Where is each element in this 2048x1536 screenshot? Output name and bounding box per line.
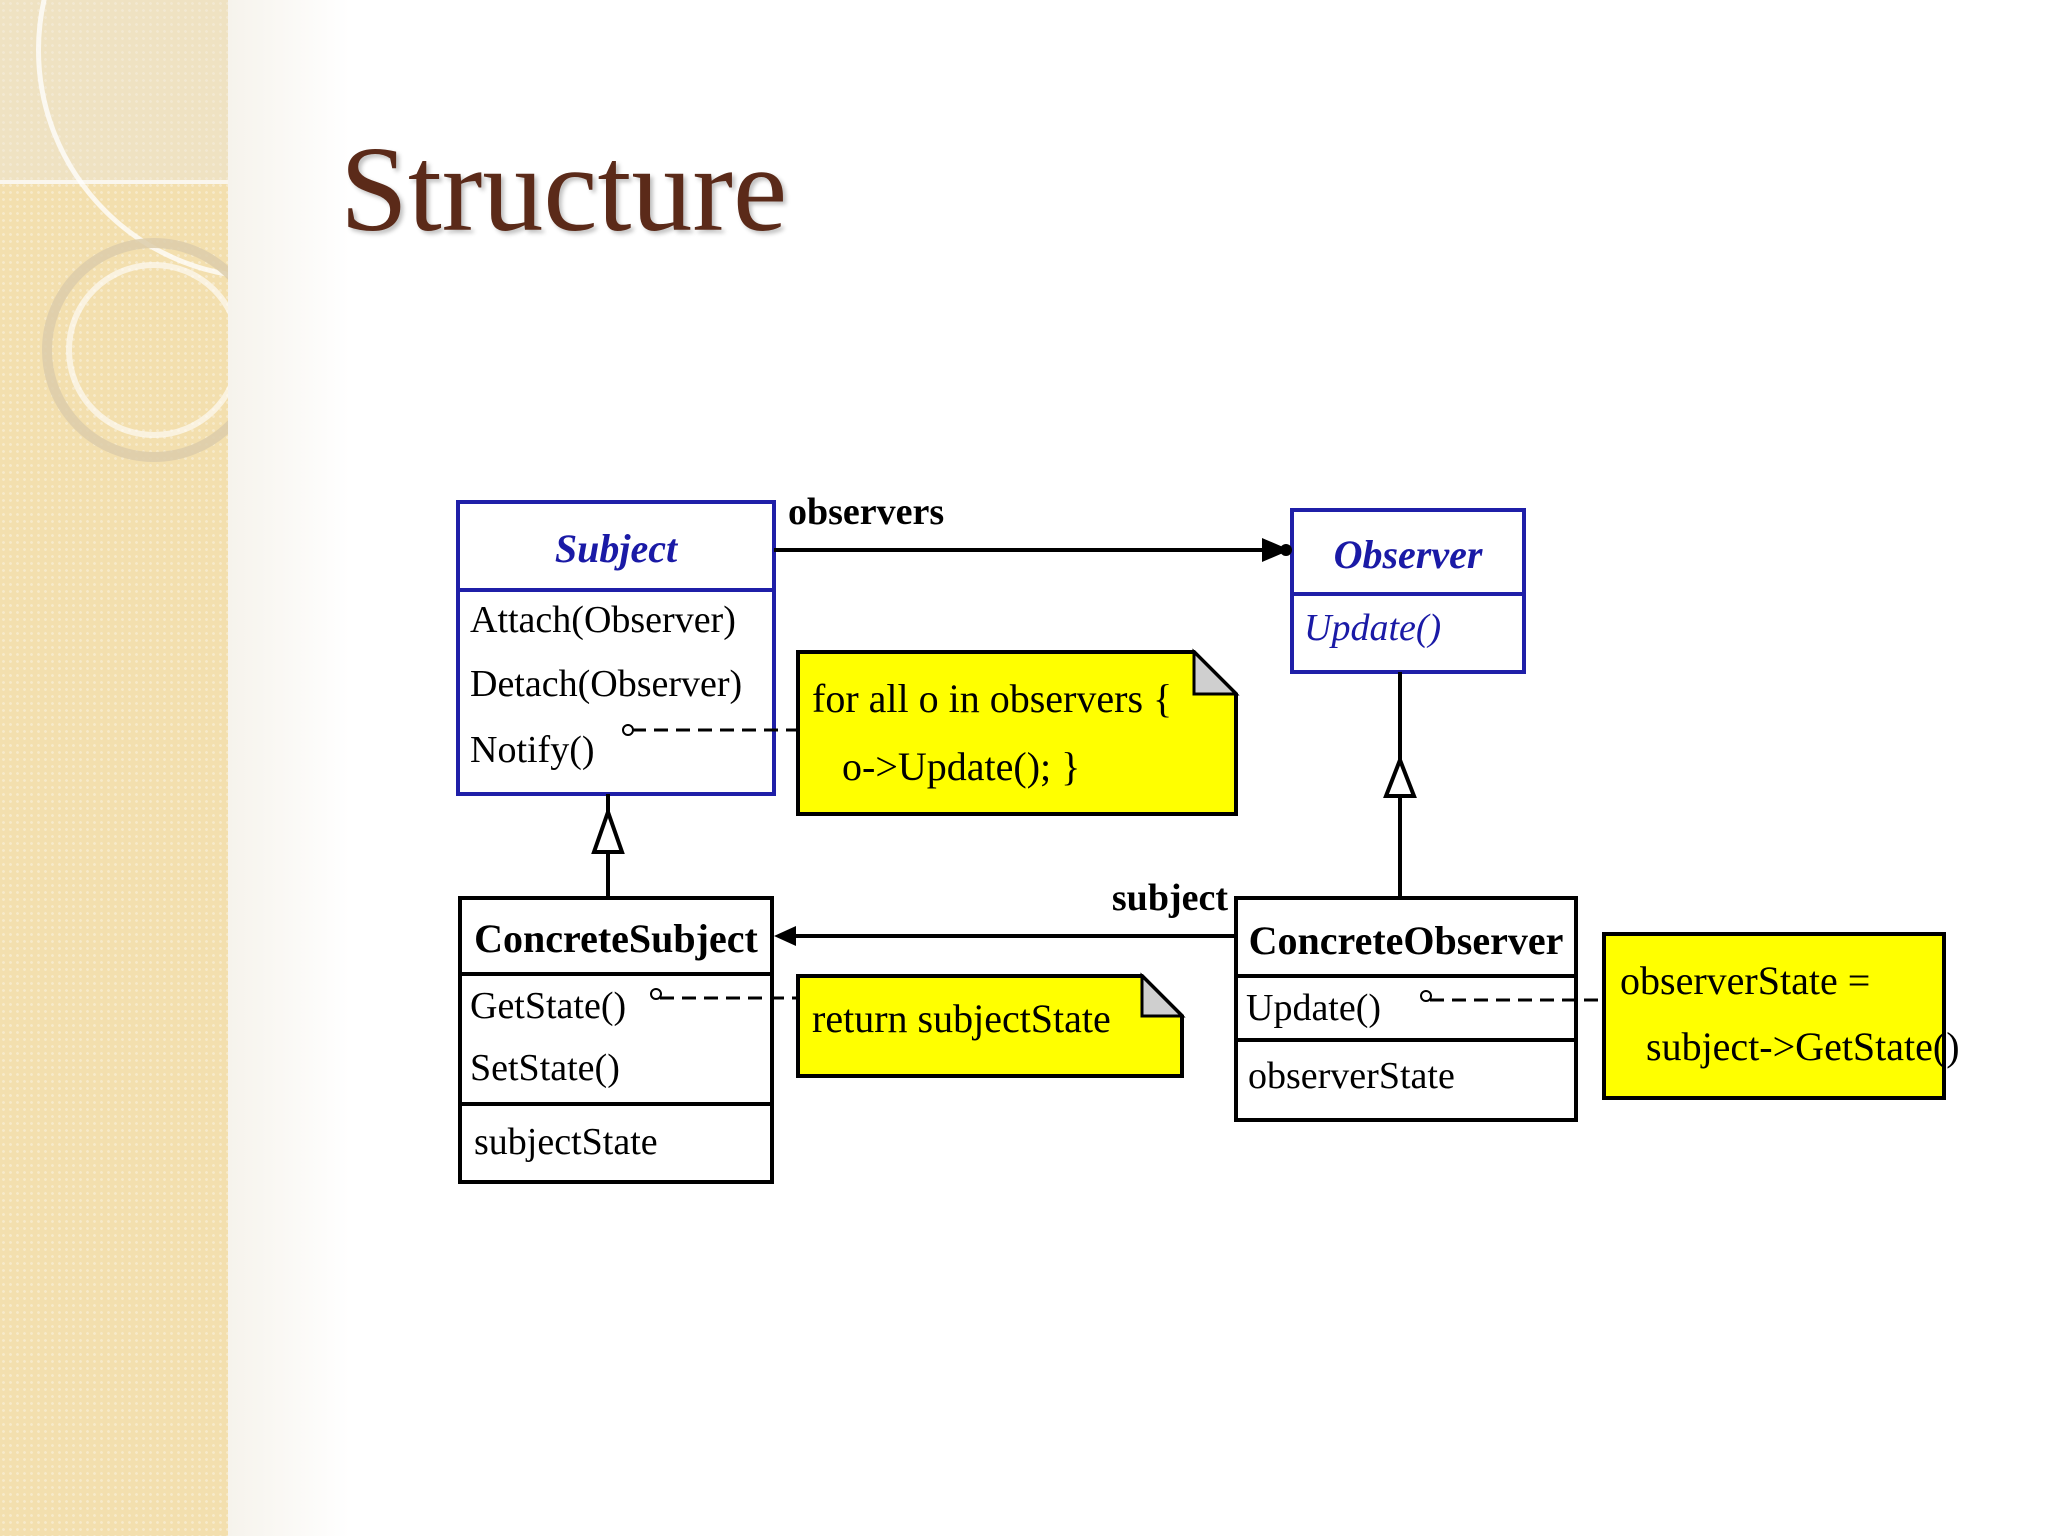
class-subject-operation: Detach(Observer) [470, 663, 742, 705]
class-subject-name: Subject [555, 526, 679, 571]
arrowhead-icon [1262, 538, 1290, 562]
note-notify-line: for all o in observers { [812, 676, 1172, 721]
note-notify-line: o->Update(); } [842, 744, 1080, 789]
inheritance-triangle-icon [1383, 754, 1417, 798]
class-subject-operation: Notify() [470, 729, 595, 771]
decorative-ring [42, 238, 228, 462]
class-observer-name: Observer [1334, 532, 1483, 577]
class-subject: Subject Attach(Observer) Detach(Observer… [456, 500, 776, 796]
note-fold-icon [1192, 648, 1240, 696]
association-subject-label: subject [1112, 877, 1228, 919]
inheritance-triangle-icon [591, 805, 625, 854]
note-fold-icon [1140, 972, 1186, 1018]
decorative-ring [66, 262, 228, 438]
class-subject-operation: Attach(Observer) [470, 599, 736, 641]
class-observer: Observer Update() [1290, 508, 1526, 674]
class-concrete-observer-operation: Update() [1246, 987, 1381, 1029]
association-observers-label: observers [788, 491, 944, 533]
generalization-subject [591, 794, 625, 898]
class-concrete-observer: ConcreteObserver Update() observerState [1234, 896, 1578, 1122]
association-observers: observers [774, 491, 1292, 562]
generalization-observer [1383, 672, 1417, 898]
decorative-sidebar [0, 0, 228, 1536]
class-concrete-subject-operation: SetState() [470, 1047, 620, 1089]
note-getstate-line: return subjectState [812, 996, 1111, 1041]
arrowhead-icon [774, 926, 796, 946]
class-concrete-subject-operation: GetState() [470, 985, 626, 1027]
class-concrete-subject-name: ConcreteSubject [474, 916, 758, 961]
sidebar-fade [228, 0, 350, 1536]
slide-title: Structure [340, 122, 788, 257]
note-update-line: observerState = [1620, 958, 1870, 1003]
note-update: observerState = subject->GetState() [1420, 932, 1960, 1100]
note-notify: for all o in observers { o->Update(); } [622, 648, 1240, 816]
note-update-line: subject->GetState() [1646, 1024, 1960, 1069]
class-observer-operation: Update() [1304, 607, 1441, 649]
association-subject: subject [774, 877, 1236, 946]
class-concrete-observer-name: ConcreteObserver [1249, 918, 1564, 963]
class-concrete-observer-attribute: observerState [1248, 1055, 1455, 1097]
class-concrete-subject: ConcreteSubject GetState() SetState() su… [458, 896, 774, 1184]
note-getstate: return subjectState [650, 972, 1186, 1078]
class-concrete-subject-attribute: subjectState [474, 1121, 658, 1163]
